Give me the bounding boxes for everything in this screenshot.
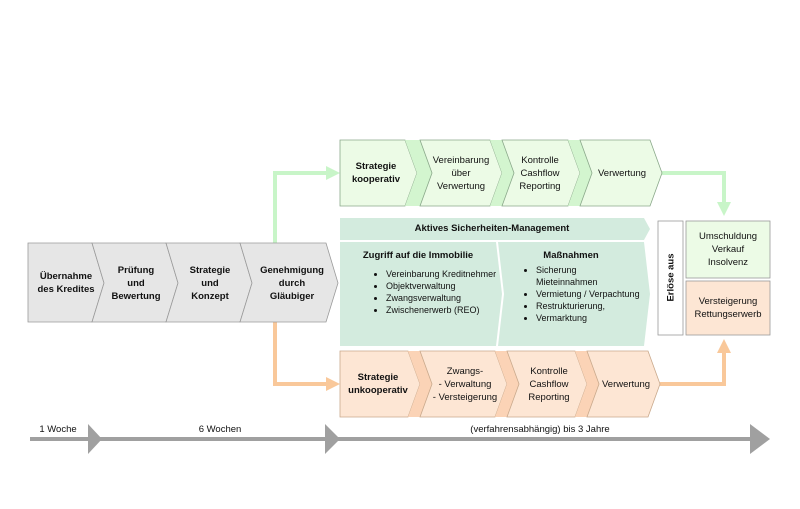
cooperative-connector-arrowhead [326,166,340,180]
uncooperative-step-3-line-3: Reporting [528,391,570,403]
management-right-title: Maßnahmen [543,250,599,261]
timeline-arrowhead-1 [88,424,102,454]
uncooperative-step-2-line-1: Zwangs- [446,365,484,377]
management-left-item: Vereinbarung Kreditnehmer [386,268,508,280]
uncooperative-step-3-line-2: Cashflow [529,378,569,390]
timeline-arrowhead-2 [325,424,340,454]
cooperative-step-1-line-2: kooperativ [351,174,401,185]
process-step-2-line-2: und [127,277,145,289]
proceeds-upper-line-3: Insolvenz [707,257,749,268]
process-step-3-label: Strategie und Konzept [174,258,246,308]
proceeds-lower-label: Versteigerung Rettungserwerb [686,281,770,335]
process-chevron-4 [239,242,339,323]
timeline-label-3: (verfahrensabhängig) bis 3 Jahre [470,424,610,435]
management-left-title: Zugriff auf die Immobilie [362,250,474,261]
uncooperative-step-3-label: Kontrolle Cashflow Reporting [514,361,584,407]
cooperative-to-proceeds-connector [662,171,726,205]
cooperative-chevron-1-band [405,140,432,206]
proceeds-upper-box [685,220,771,279]
uncooperative-step-1-label: Strategie unkooperativ [340,361,416,407]
management-left-item: Objektverwaltung [386,280,508,292]
process-step-2-label: Prüfung und Bewertung [100,258,172,308]
timeline-label-1: 1 Woche [39,424,77,435]
management-title: Aktives Sicherheiten-Management [414,223,570,234]
cooperative-step-2-line-1: Vereinbarung [432,154,490,166]
proceeds-label-box [657,220,684,336]
cooperative-step-4-line-1: Verwertung [597,167,647,179]
proceeds-lower-line-2: Rettungserwerb [694,309,762,320]
uncooperative-step-3-line-1: Kontrolle [530,365,568,377]
uncooperative-step-2-line-2: - Verwaltung [438,378,492,390]
proceeds-upper-label: Umschuldung Verkauf Insolvenz [686,221,770,278]
process-step-3-line-3: Konzept [191,290,229,302]
cooperative-step-4-label: Verwertung [590,150,654,196]
management-right-panel [498,242,650,346]
management-right-item: Restrukturierung, [536,300,640,312]
management-right-item: Sicherung Mieteinnahmen [536,264,640,288]
cooperative-step-3-line-3: Reporting [519,180,561,192]
cooperative-connector [273,171,330,243]
uncooperative-connector-arrowhead [326,377,340,391]
process-step-4-line-2: durch [278,277,306,289]
process-step-3-line-1: Strategie [189,264,231,276]
management-left-item: Zwangsverwaltung [386,292,508,304]
uncooperative-step-4-line-1: Verwertung [601,378,651,390]
management-left-item: Zwischenerwerb (REO) [386,304,508,316]
process-step-1-line-1: Übernahme [39,271,93,282]
uncooperative-to-proceeds-connector [660,350,726,386]
proceeds-upper-line-1: Umschuldung [698,231,758,242]
cooperative-step-1-line-1: Strategie [355,161,397,172]
management-title-bar [340,218,650,240]
uncooperative-chevron-4 [586,350,661,418]
process-step-2-line-1: Prüfung [117,264,155,276]
proceeds-label: Erlöse aus [665,253,677,302]
process-step-4-label: Genehmigung durch Gläubiger [250,258,334,308]
process-step-4-line-1: Genehmigung [260,264,324,276]
process-step-1-line-2: des Kredites [37,284,95,295]
cooperative-step-3-line-1: Kontrolle [521,154,559,166]
timeline-label-2: 6 Wochen [198,424,242,435]
cooperative-to-proceeds-arrowhead [717,202,731,216]
uncooperative-step-4-label: Verwertung [594,361,658,407]
proceeds-upper-line-2: Verkauf [711,244,745,255]
process-step-2-line-3: Bewertung [111,290,161,302]
management-left-panel [340,242,502,346]
proceeds-lower-line-1: Versteigerung [698,296,758,307]
uncooperative-step-2-label: Zwangs- - Verwaltung - Versteigerung [426,361,504,407]
uncooperative-step-2-line-3: - Versteigerung [432,391,498,403]
management-left-list: Vereinbarung Kreditnehmer Objektverwaltu… [370,268,508,316]
cooperative-step-3-label: Kontrolle Cashflow Reporting [508,150,572,196]
management-right-item: Vermarktung [536,312,640,324]
uncooperative-connector [273,322,330,386]
uncooperative-step-1-line-2: unkooperativ [348,385,408,396]
process-step-3-line-2: und [201,277,219,289]
cooperative-chevron-4 [579,139,663,207]
uncooperative-to-proceeds-arrowhead [717,339,731,353]
process-step-1-label: Übernahme des Kredites [30,258,102,308]
management-right-item: Vermietung / Verpachtung [536,288,640,300]
cooperative-step-1-label: Strategie kooperativ [342,150,410,196]
proceeds-lower-box [685,280,771,336]
uncooperative-step-1-line-1: Strategie [357,372,399,383]
process-step-4-line-3: Gläubiger [269,290,315,302]
cooperative-step-2-line-2: über [451,167,471,179]
timeline-arrowhead-3 [750,424,770,454]
cooperative-step-2-line-3: Verwertung [436,180,486,192]
cooperative-step-2-label: Vereinbarung über Verwertung [425,150,497,196]
cooperative-step-3-line-2: Cashflow [520,167,560,179]
management-right-list: Sicherung Mieteinnahmen Vermietung / Ver… [520,264,640,324]
